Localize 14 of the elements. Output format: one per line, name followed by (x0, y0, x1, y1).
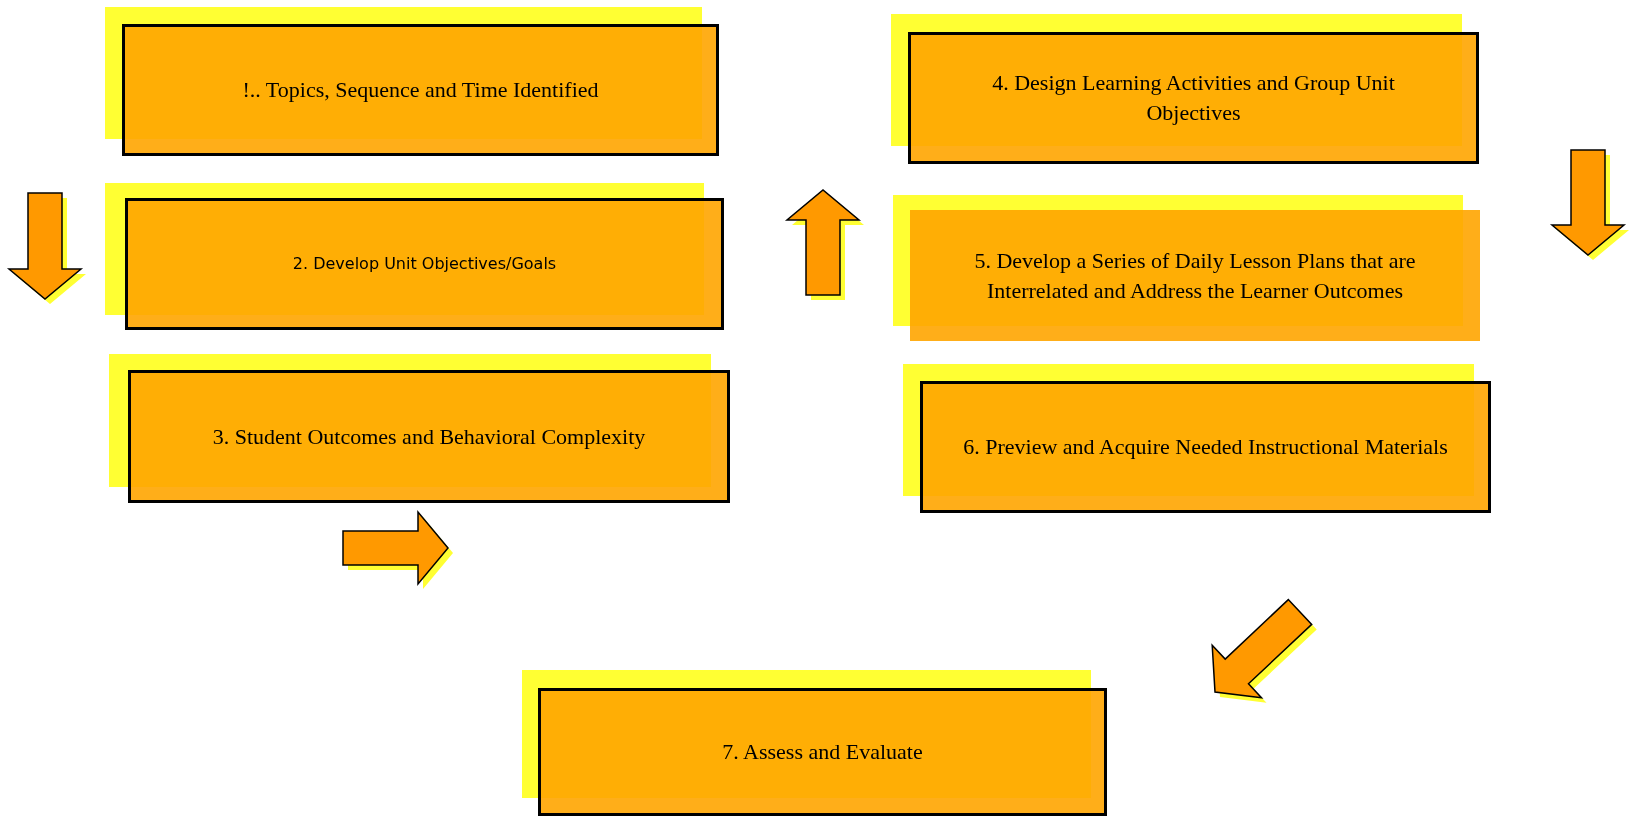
process-box (908, 32, 1479, 164)
step-text: 5. Develop a Series of Daily Lesson Plans that are Interrelated and Address the Learner Outcomes (973, 246, 1417, 305)
process-box (125, 198, 724, 330)
process-box (920, 381, 1491, 513)
process-box (910, 210, 1480, 341)
process-box (128, 370, 730, 503)
process-box (122, 24, 719, 156)
process-box (538, 688, 1107, 816)
step-text: 4. Design Learning Activities and Group Unit Objectives (991, 69, 1396, 127)
step-text: 3. Student Outcomes and Behavioral Complexity (212, 422, 646, 451)
step-text: !.. Topics, Sequence and Time Identified (242, 76, 599, 104)
step-text: 2. Develop Unit Objectives/Goals (292, 253, 557, 275)
step-text: 6. Preview and Acquire Needed Instructional Materials (963, 433, 1448, 461)
step-text: 7. Assess and Evaluate (722, 738, 923, 766)
